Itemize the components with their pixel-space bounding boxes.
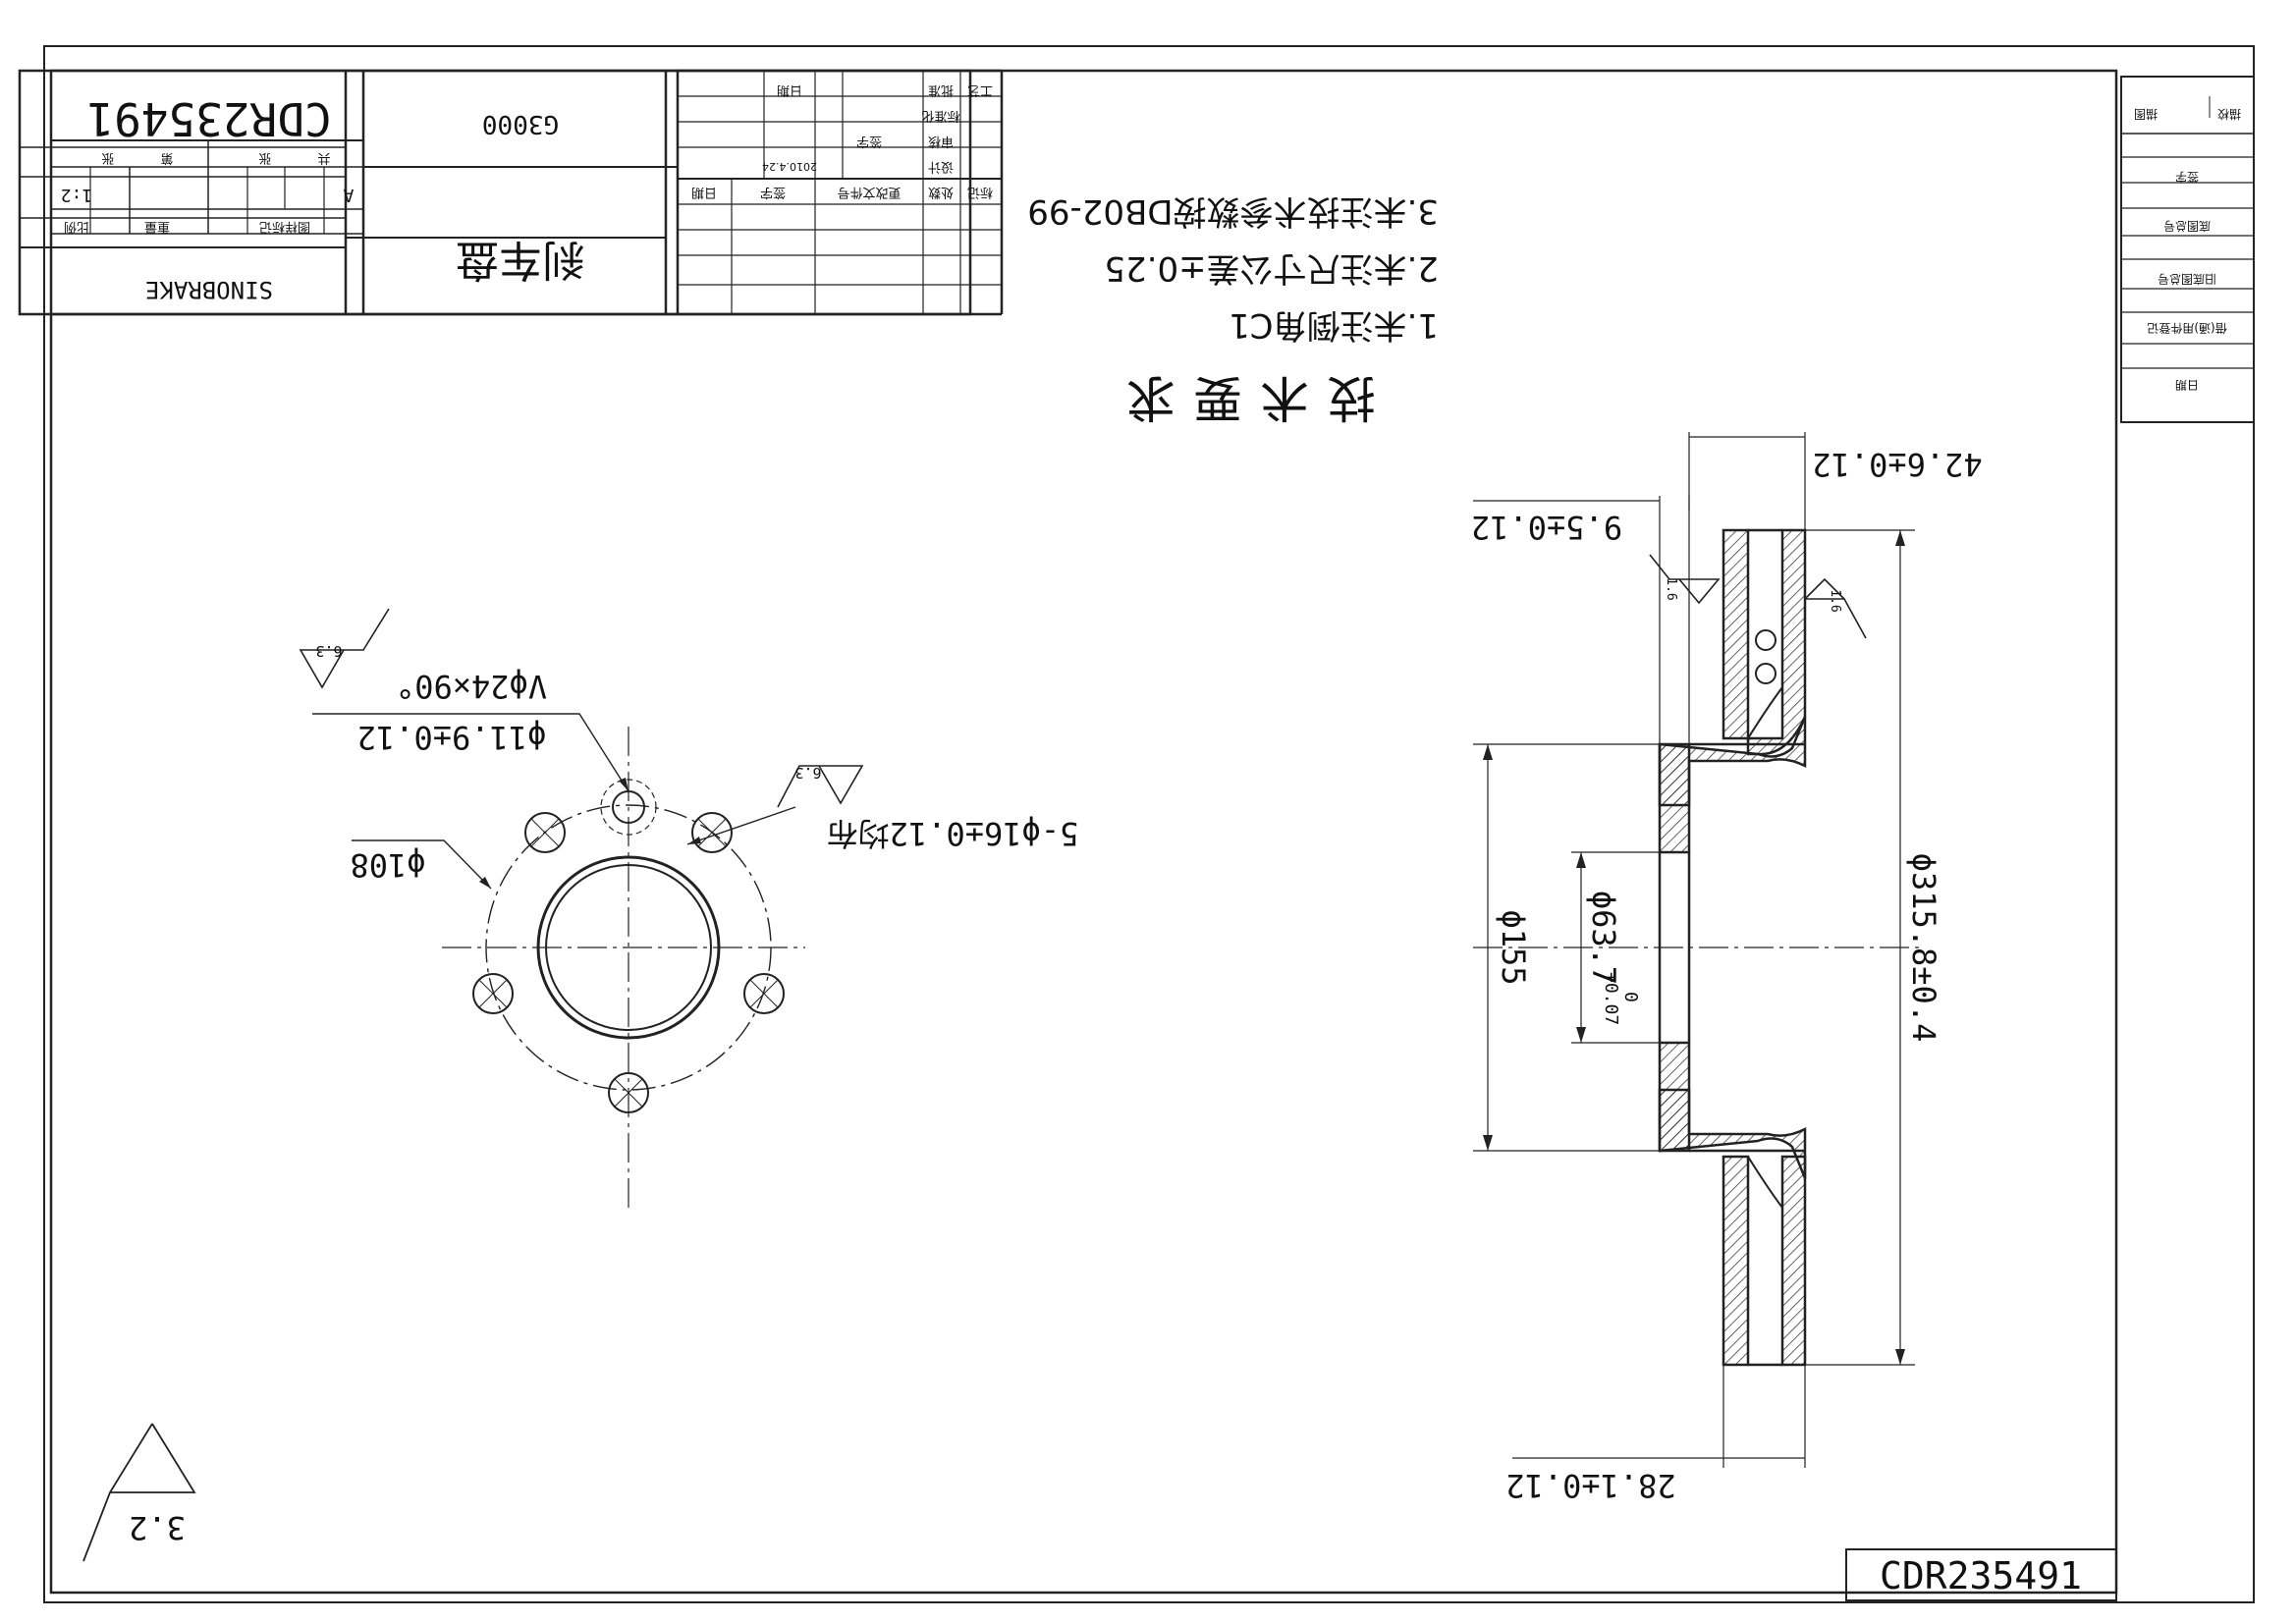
roughness-symbols-section: 1.6 1.6 <box>1649 554 1867 639</box>
requirements-heading: 技术要求 <box>1109 369 1376 426</box>
bolt-hole <box>472 973 514 1014</box>
total-thickness-label: 42.6±0.12 <box>1812 446 1982 483</box>
general-roughness: 3.2 <box>82 1423 196 1562</box>
roughness-symbols-front: 6.3 6.3 <box>299 608 864 808</box>
pilot-leader <box>312 713 629 792</box>
pilot-hole-label: ϕ11.9±0.12 <box>357 719 547 756</box>
hub-wall-upper <box>1658 742 1691 854</box>
title-row1-a: 图样标记 <box>259 219 310 234</box>
sign-extra-1: 日期 <box>777 82 802 97</box>
front-view-labels: ϕ108 ϕ11.9±0.12 Vϕ24×90° 5-ϕ16±0.12均布 <box>350 668 1078 884</box>
lower-plate-right <box>1780 1155 1807 1367</box>
hub-diameter-label: ϕ155 <box>1495 909 1532 985</box>
outer-diameter-label: ϕ315.8±0.4 <box>1905 853 1942 1043</box>
title-row2-c: 第 <box>160 150 173 165</box>
title-block-text: CDR235491 G3000 刹车盘 SINOBRAKE 1:2 A 图样标记… <box>61 92 585 303</box>
pilot-countersink <box>600 779 657 836</box>
change-header-4: 签字 <box>760 185 786 200</box>
title-row2-d: 张 <box>101 150 114 165</box>
change-header-1: 标记 <box>967 185 993 199</box>
side-label-4: 签字 <box>2175 170 2199 185</box>
flange-label: 9.5±0.12 <box>1471 509 1622 546</box>
bolt-holes <box>472 812 785 1113</box>
sign-label-4: 批准 <box>928 82 954 97</box>
hat-section-upper <box>1658 716 1807 807</box>
bolt-hole <box>608 1072 649 1113</box>
bore-inner <box>545 864 712 1031</box>
side-block-text: 描图 描校 借(通)用件登记 旧底图总号 底图总号 签字 日期 <box>2134 107 2241 392</box>
bolt-hole <box>743 973 785 1014</box>
sign-label-3: 标准化 <box>921 108 959 123</box>
title-row2-a: 共 <box>317 150 330 165</box>
roughness-face-left: 1.6 <box>1664 577 1678 600</box>
company-name: SINOBRAKE <box>145 276 273 303</box>
roughness-holes: 6.3 <box>794 764 821 782</box>
bore-outer <box>536 855 721 1040</box>
title-block-grid <box>51 71 1002 316</box>
section-view-labels: 42.6±0.12 9.5±0.12 ϕ315.8±0.4 ϕ155 ϕ63.7… <box>1471 446 1983 1504</box>
bolt-holes-label: 5-ϕ16±0.12均布 <box>827 815 1079 852</box>
scale-value: 1:2 <box>61 185 93 205</box>
disc-thickness-label: 28.1±0.12 <box>1505 1467 1675 1504</box>
general-roughness-value: 3.2 <box>129 1509 186 1546</box>
bolt-hole-leader <box>686 806 796 845</box>
sign-label-2: 审核 <box>928 134 954 148</box>
upper-plate-left <box>1722 528 1750 740</box>
side-header-1: 描图 <box>2134 107 2158 121</box>
roughness-face-right: 1.6 <box>1828 589 1842 612</box>
side-label-1: 借(通)用件登记 <box>2147 321 2226 336</box>
side-label-5: 日期 <box>2175 378 2199 392</box>
bore-label: ϕ63.7 <box>1585 891 1622 985</box>
side-header-2: 描校 <box>2217 107 2241 122</box>
vent-hole <box>1755 663 1777 684</box>
pcd-leader <box>352 839 492 890</box>
sheet-outer-border <box>43 45 2255 1603</box>
vent-hole <box>1755 629 1777 651</box>
requirement-3: 3.未注技术参数按DB02-99 <box>1027 191 1439 231</box>
change-table <box>678 69 1004 314</box>
bolt-hole <box>524 812 566 853</box>
side-block <box>2120 76 2255 423</box>
lower-plate-left <box>1722 1155 1750 1367</box>
sign-label-5: 工艺 <box>967 82 993 97</box>
part-code: G3000 <box>482 109 559 138</box>
sheet-mark: A <box>343 185 354 205</box>
bolt-hole <box>691 812 733 853</box>
side-label-2: 旧底图总号 <box>2158 272 2216 287</box>
part-name: 刹车盘 <box>456 235 585 285</box>
title-row1-c: 比例 <box>64 219 89 234</box>
front-view <box>312 713 805 1208</box>
roughness-countersink: 6.3 <box>315 642 342 660</box>
hat-section-lower <box>1658 1088 1807 1179</box>
bore-tol-upper: +0.07 <box>1601 972 1621 1025</box>
change-table-text: 标记 处数 更改文件号 签字 日期 设计 审核 标准化 批准 工艺 日期 签字 … <box>691 82 993 200</box>
requirement-2: 2.未注尺寸公差±0.25 <box>1104 248 1439 288</box>
requirement-1: 1.未注倒角C1 <box>1229 305 1439 345</box>
sheet-inner-border <box>49 69 2118 1595</box>
bore-tol-lower: 0 <box>1620 992 1641 1002</box>
drawing-number-bottom: CDR235491 <box>1880 1554 2082 1597</box>
date-value: 2010.4.24 <box>762 160 817 173</box>
title-row2-b: 张 <box>258 150 271 165</box>
side-label-3: 底图总号 <box>2163 219 2211 234</box>
sign-label-1: 设计 <box>928 159 954 174</box>
drawing-number-top: CDR235491 <box>86 92 331 145</box>
sign-extra-2: 签字 <box>856 134 882 149</box>
change-header-2: 处数 <box>928 185 954 199</box>
countersink-label: Vϕ24×90° <box>396 668 547 705</box>
section-view <box>1473 432 1925 1468</box>
change-header-3: 更改文件号 <box>837 185 901 199</box>
pcd-circle <box>485 804 772 1091</box>
drawing-number-box: CDR235491 <box>1845 1548 2117 1601</box>
title-row1-b: 重量 <box>144 219 170 235</box>
change-header-5: 日期 <box>691 185 717 199</box>
pcd-label: ϕ108 <box>350 846 425 884</box>
technical-requirements: 技术要求 1.未注倒角C1 2.未注尺寸公差±0.25 3.未注技术参数按DB0… <box>1027 191 1439 426</box>
